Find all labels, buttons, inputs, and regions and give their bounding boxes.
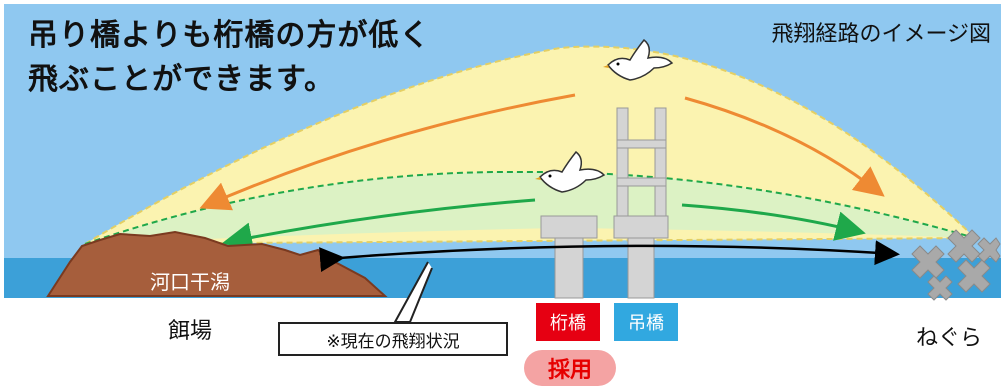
current-status-arrow — [319, 240, 900, 273]
diagram-title: 飛翔経路のイメージ図 — [771, 22, 991, 47]
adopted-badge: 採用 — [524, 350, 616, 386]
roost-cross-icon — [911, 229, 1001, 301]
headline-line-2: 飛ぶことができます。 — [28, 62, 335, 97]
low-flight-zone — [85, 171, 975, 244]
high-path-arrow-right — [684, 96, 885, 197]
bird-icon — [603, 38, 674, 81]
tidal-flat-label: 河口干潟 — [150, 270, 230, 294]
adopted-label: 採用 — [547, 358, 592, 383]
feeding-ground-label: 餌場 — [168, 319, 213, 344]
headline: 吊り橋よりも桁橋の方が低く 飛ぶことができます。 — [28, 14, 430, 102]
bird-icon — [535, 150, 606, 193]
suspension-bridge-tag: 吊橋 — [614, 303, 678, 341]
roost-label: ねぐら — [916, 326, 983, 351]
current-status-label: ※現在の飛翔状況 — [326, 331, 460, 352]
low-path-arrow-left — [222, 198, 536, 253]
high-path-arrow-left — [199, 93, 576, 211]
headline-line-1: 吊り橋よりも桁橋の方が低く — [28, 18, 431, 53]
current-status-callout: ※現在の飛翔状況 — [278, 322, 508, 356]
girder-bridge-tag: 桁橋 — [536, 303, 600, 341]
girder-bridge-label: 桁橋 — [550, 313, 586, 334]
suspension-bridge-label: 吊橋 — [628, 313, 664, 334]
low-path-arrow-right — [681, 203, 866, 241]
